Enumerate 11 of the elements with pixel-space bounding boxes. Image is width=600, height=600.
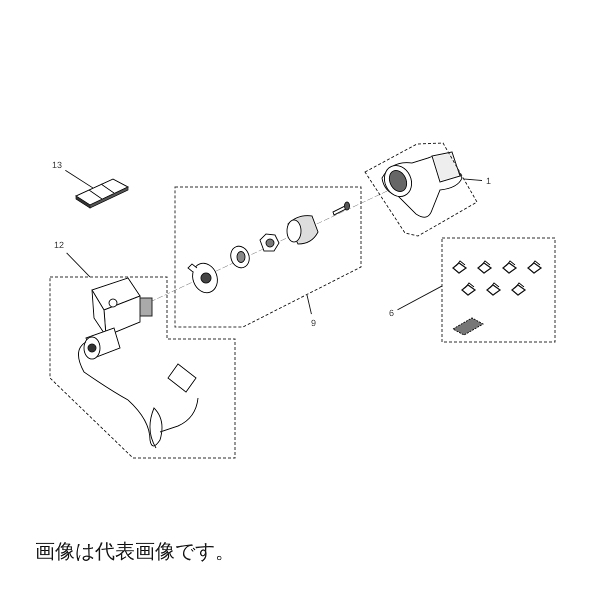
callout-number: 12: [54, 240, 64, 250]
leader-line: [464, 178, 483, 181]
leader-line: [397, 286, 442, 310]
callout-number: 1: [486, 176, 492, 186]
caption: 画像は代表画像です。: [35, 539, 235, 563]
callout-number: 9: [311, 318, 316, 328]
callout-number: 6: [389, 308, 394, 318]
leader-line: [64, 170, 94, 188]
leader-line: [66, 252, 90, 278]
leader-line: [306, 294, 312, 315]
callout-number: 13: [52, 160, 62, 170]
